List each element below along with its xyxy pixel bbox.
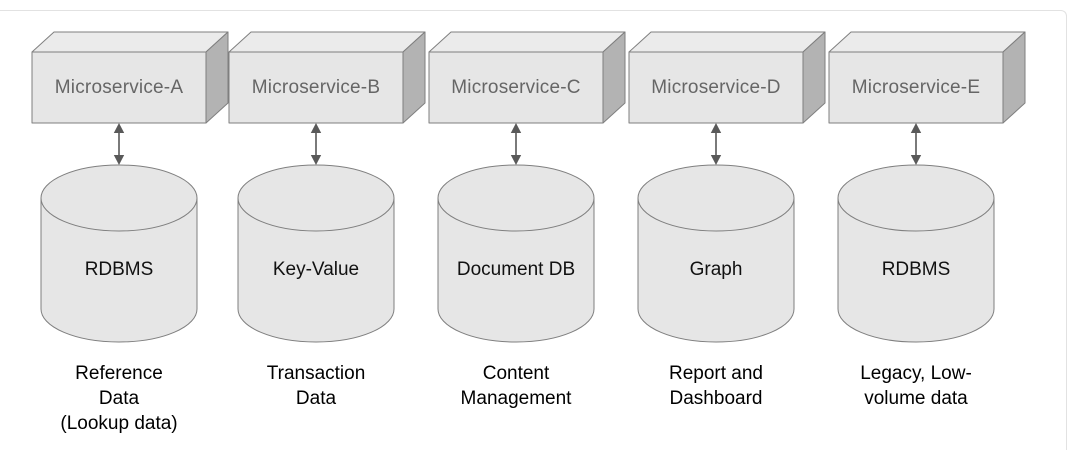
- bidirectional-arrow-icon: [510, 123, 522, 165]
- microservice-box-shape: [228, 31, 426, 124]
- usage-caption: Report and Dashboard: [668, 363, 763, 409]
- cube-top-face: [628, 31, 826, 53]
- usage-caption: Content Management: [460, 363, 572, 409]
- database-cylinder-shape: [437, 164, 595, 343]
- service-column-a: Microservice-A RDBMS Reference Data (Loo…: [19, 0, 229, 450]
- cube-front-face: [828, 51, 1004, 124]
- database-cylinder-shape: [237, 164, 395, 343]
- microservice-box-shape: [31, 31, 229, 124]
- usage-caption: Legacy, Low- volume data: [860, 363, 972, 409]
- bidirectional-arrow-icon: [910, 123, 922, 165]
- service-column-d: Microservice-D Graph Report and Dashboar…: [616, 0, 826, 450]
- cube-front-face: [428, 51, 604, 124]
- service-column-e: Microservice-E RDBMS Legacy, Low- volume…: [816, 0, 1026, 450]
- bidirectional-arrow-icon: [310, 123, 322, 165]
- microservice-label: Microservice-B: [251, 76, 381, 98]
- service-column-b: Microservice-B Key-Value Transaction Dat…: [216, 0, 426, 450]
- bidirectional-arrow-icon: [113, 123, 125, 165]
- database-label: Graph: [689, 259, 743, 280]
- database-cylinder-shape: [837, 164, 995, 343]
- microservice-box-shape: [628, 31, 826, 124]
- bidirectional-arrow-icon: [710, 123, 722, 165]
- microservice-label: Microservice-C: [451, 76, 581, 98]
- database-label: RDBMS: [881, 259, 951, 280]
- database-cylinder-shape: [40, 164, 198, 343]
- database-label: RDBMS: [84, 259, 154, 280]
- database-cylinder-shape: [637, 164, 795, 343]
- microservice-box-shape: [828, 31, 1026, 124]
- microservice-label: Microservice-D: [651, 76, 781, 98]
- microservice-label: Microservice-A: [54, 76, 184, 98]
- cube-front-face: [228, 51, 404, 124]
- database-label: Key-Value: [272, 259, 360, 280]
- microservice-box-shape: [428, 31, 626, 124]
- cube-top-face: [828, 31, 1026, 53]
- cube-top-face: [228, 31, 426, 53]
- microservice-label: Microservice-E: [851, 76, 981, 98]
- service-column-c: Microservice-C Document DB Content Manag…: [416, 0, 626, 450]
- database-label: Document DB: [456, 259, 576, 280]
- cube-top-face: [31, 31, 229, 53]
- usage-caption: Reference Data (Lookup data): [60, 363, 178, 434]
- usage-caption: Transaction Data: [266, 363, 366, 409]
- cube-top-face: [428, 31, 626, 53]
- cube-front-face: [628, 51, 804, 124]
